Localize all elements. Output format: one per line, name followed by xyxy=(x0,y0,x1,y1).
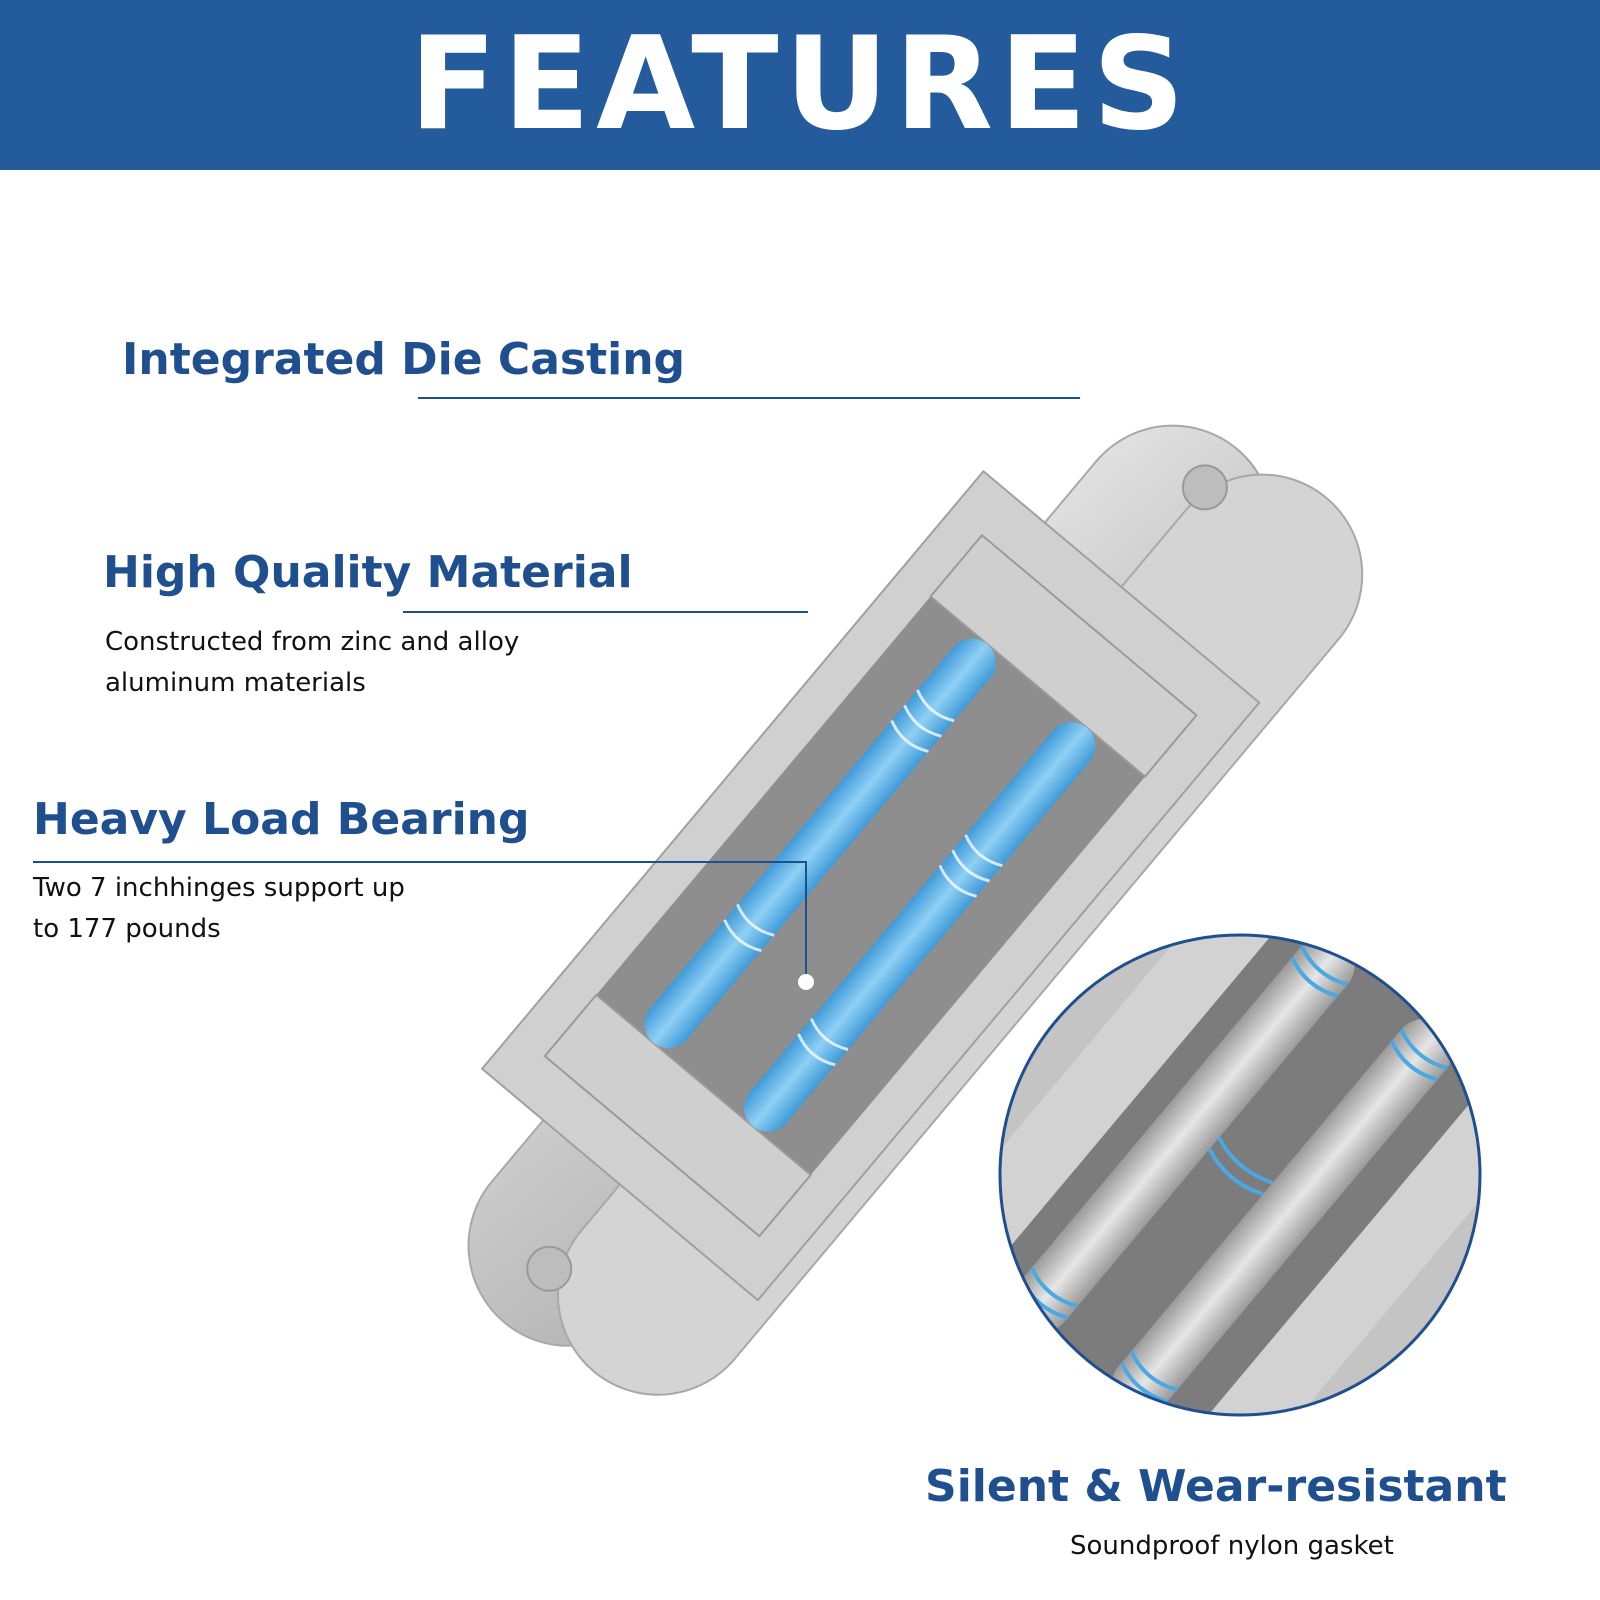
feature-desc-load: Two 7 inchhinges support up to 177 pound… xyxy=(33,873,405,944)
feature-title-silent: Silent & Wear-resistant xyxy=(925,1461,1507,1512)
spring-coils xyxy=(723,689,1003,1067)
callout-dot-die-casting xyxy=(1080,390,1096,406)
hinge-body xyxy=(467,424,1364,1396)
callout-dot-load xyxy=(798,974,814,990)
zoom-inset-border xyxy=(998,933,1482,1417)
feature-desc-silent: Soundproof nylon gasket xyxy=(1070,1531,1394,1561)
callout-dot-material xyxy=(808,604,824,620)
header-banner: FEATURES xyxy=(0,0,1600,170)
leader-lines xyxy=(33,397,1088,980)
feature-title-die-casting: Integrated Die Casting xyxy=(122,334,686,385)
feature-desc-material: Constructed from zinc and alloy aluminum… xyxy=(105,627,520,698)
hinge-block-bottom xyxy=(543,993,813,1238)
hinge-cavity xyxy=(544,535,1197,1237)
callout-dots xyxy=(798,390,1096,990)
spring-rod-right xyxy=(743,722,1096,1132)
page-title: FEATURES xyxy=(409,10,1191,159)
hinge-block-top xyxy=(929,533,1198,778)
feature-title-material: High Quality Material xyxy=(103,547,633,598)
leader-line-load xyxy=(33,861,807,980)
feature-title-load: Heavy Load Bearing xyxy=(33,794,530,845)
